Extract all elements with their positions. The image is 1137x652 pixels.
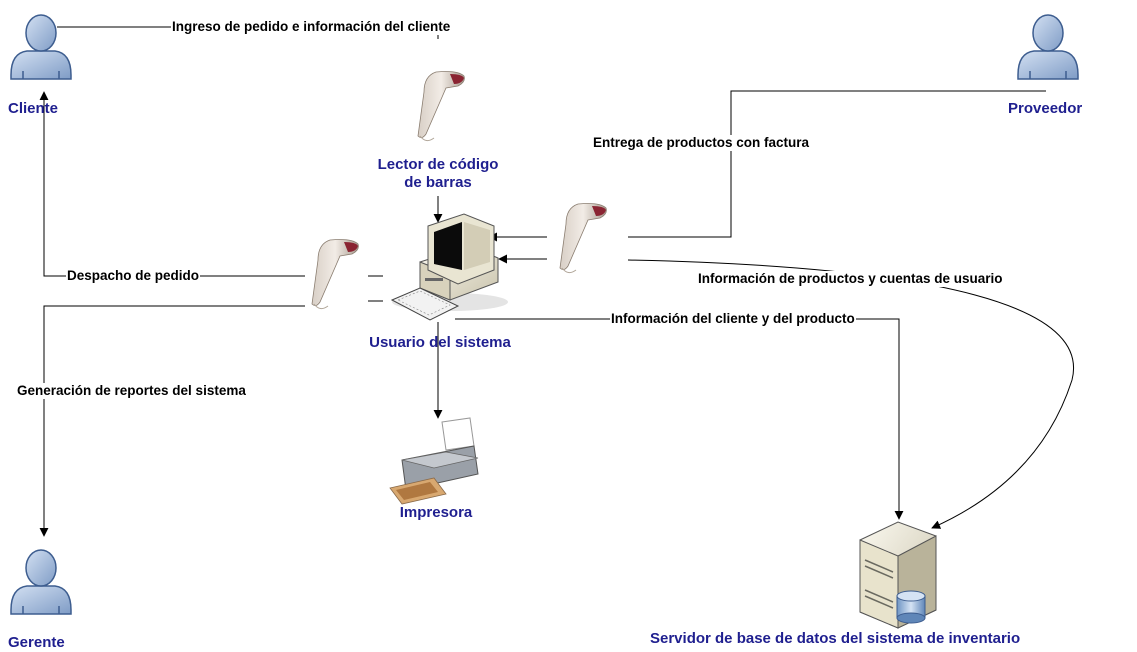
proveedor-label: Proveedor xyxy=(1008,100,1083,117)
impresora-label: Impresora xyxy=(399,504,473,521)
info-cliente-label: Información del cliente y del producto xyxy=(610,311,856,327)
barcode-scanner-icon xyxy=(311,239,359,310)
gerente-label: Gerente xyxy=(8,634,65,651)
person-icon xyxy=(10,14,72,80)
barcode-scanner-icon xyxy=(417,71,465,142)
computer-icon xyxy=(390,213,508,321)
cliente-label: Cliente xyxy=(8,100,59,117)
person-icon xyxy=(1017,14,1079,80)
servidor-label: Servidor de base de datos del sistema de… xyxy=(650,630,1021,647)
person-icon xyxy=(10,549,72,615)
lector-label-line1: Lector de código xyxy=(377,156,499,173)
edge-reportes xyxy=(44,300,383,536)
lector-label: Lector de código de barras xyxy=(346,156,530,192)
edge-info-cliente xyxy=(455,318,904,520)
lector-label-line2: de barras xyxy=(404,174,472,191)
edge-despacho xyxy=(39,91,305,277)
printer-icon xyxy=(389,417,479,505)
edge-entrega xyxy=(628,90,1046,238)
usuario-label: Usuario del sistema xyxy=(369,334,511,351)
reportes-label: Generación de reportes del sistema xyxy=(16,383,247,399)
ingreso-label: Ingreso de pedido e información del clie… xyxy=(171,19,452,35)
info-productos-label: Información de productos y cuentas de us… xyxy=(697,271,1004,287)
despacho-label: Despacho de pedido xyxy=(66,268,201,284)
barcode-scanner-icon xyxy=(559,203,607,274)
entrega-label: Entrega de productos con factura xyxy=(592,135,811,151)
edge-info-productos xyxy=(627,259,1074,529)
server-icon xyxy=(859,521,937,629)
